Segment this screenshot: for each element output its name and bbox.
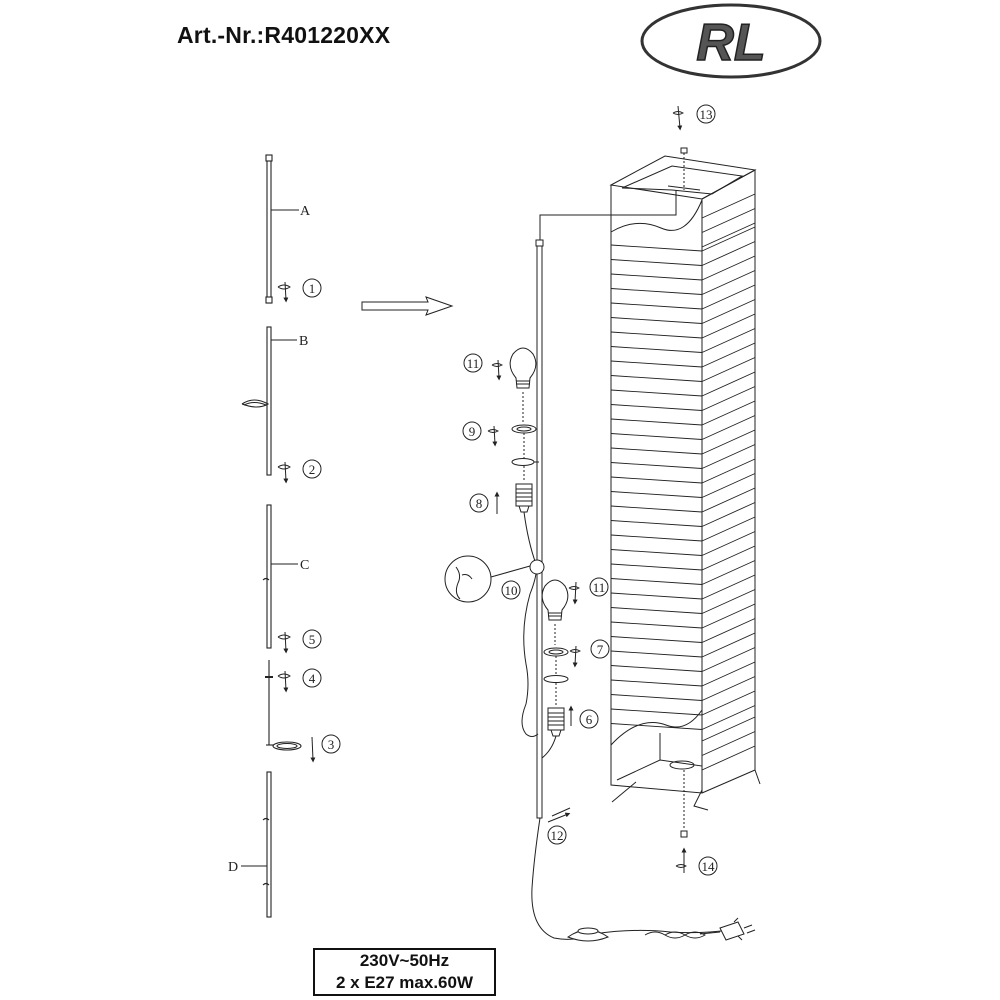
detail-inset: [444, 555, 545, 603]
rotate-arrow-icon: [277, 281, 291, 303]
rod-c: [262, 504, 298, 649]
step-1: 1: [309, 281, 316, 296]
step-6: 6: [586, 712, 593, 727]
step-4: 4: [309, 671, 316, 686]
lower-bulb: [541, 579, 569, 621]
upper-clip: [511, 458, 539, 466]
label-rod-d: D: [228, 860, 238, 875]
label-rod-c: C: [300, 558, 309, 573]
upper-bulb: [509, 347, 537, 389]
step-7-badge: [590, 639, 610, 659]
step-5: 5: [309, 632, 316, 647]
step-12: 12: [551, 828, 564, 843]
step-2: 2: [309, 462, 316, 477]
step-11b-badge: [589, 577, 609, 597]
foot-switch: [566, 927, 610, 942]
upper-ring-nut: [511, 424, 537, 434]
step-11b: 11: [593, 580, 606, 595]
diagonal-arrow-icon: [547, 807, 571, 823]
washer: [266, 741, 302, 751]
step-2-badge: [302, 459, 322, 479]
step-5-badge: [302, 629, 322, 649]
step-8: 8: [476, 496, 483, 511]
logo-text: RL: [696, 14, 765, 72]
step-4-badge: [302, 668, 322, 688]
voltage-spec: 230V~50Hz: [359, 951, 450, 970]
step-13: 13: [700, 107, 713, 122]
step-11a-badge: [463, 353, 483, 373]
lamp-shade: [609, 155, 761, 811]
step-9: 9: [469, 424, 476, 439]
step-9-badge: [462, 421, 482, 441]
rotate-arrow-icon: [672, 105, 684, 131]
step-10-badge: [501, 580, 521, 600]
rotate-arrow-icon: [487, 425, 499, 447]
rotate-arrow-icon: [675, 847, 687, 873]
rotate-arrow-icon: [277, 461, 291, 484]
rotate-arrow-icon: [491, 359, 503, 381]
step-8-badge: [469, 493, 489, 513]
coiled-cable: [644, 931, 721, 939]
brand-logo: RL: [640, 3, 822, 79]
step-11a: 11: [467, 356, 480, 371]
rod-d: [241, 771, 272, 918]
step-1-badge: [302, 278, 322, 298]
step-3-badge: [321, 734, 341, 754]
electrical-spec-box: 230V~50Hz 2 x E27 max.60W: [313, 948, 496, 996]
rod-a: [265, 154, 299, 304]
step-14: 14: [702, 859, 716, 874]
assembly-arrow-icon: [361, 296, 454, 316]
step-10: 10: [505, 583, 518, 598]
rotate-arrow-icon: [568, 581, 580, 605]
shade-slats: [610, 193, 756, 771]
step-12-badge: [547, 825, 567, 845]
bottom-nut: [680, 770, 688, 838]
step-7: 7: [597, 642, 604, 657]
rotate-arrow-icon: [569, 645, 581, 668]
step-6-badge: [579, 709, 599, 729]
step-13-badge: [696, 104, 716, 124]
label-rod-a: A: [300, 204, 311, 219]
rotate-arrow-icon: [277, 631, 291, 654]
article-number: Art.-Nr.:R401220XX: [177, 22, 391, 48]
step-3: 3: [328, 737, 335, 752]
top-finial: [680, 147, 688, 190]
rotate-arrow-icon: [277, 670, 291, 693]
upper-socket: [515, 483, 533, 513]
lower-clip: [543, 675, 569, 683]
bulb-spec: 2 x E27 max.60W: [335, 973, 474, 992]
label-rod-b: B: [299, 334, 308, 349]
power-plug: [719, 917, 756, 941]
step-14-badge: [698, 856, 718, 876]
down-arrow-icon: [310, 736, 316, 763]
assembled-pole: [535, 239, 544, 819]
rod-b: [241, 326, 297, 476]
lower-socket: [547, 707, 565, 737]
lower-ring-nut: [543, 647, 569, 657]
